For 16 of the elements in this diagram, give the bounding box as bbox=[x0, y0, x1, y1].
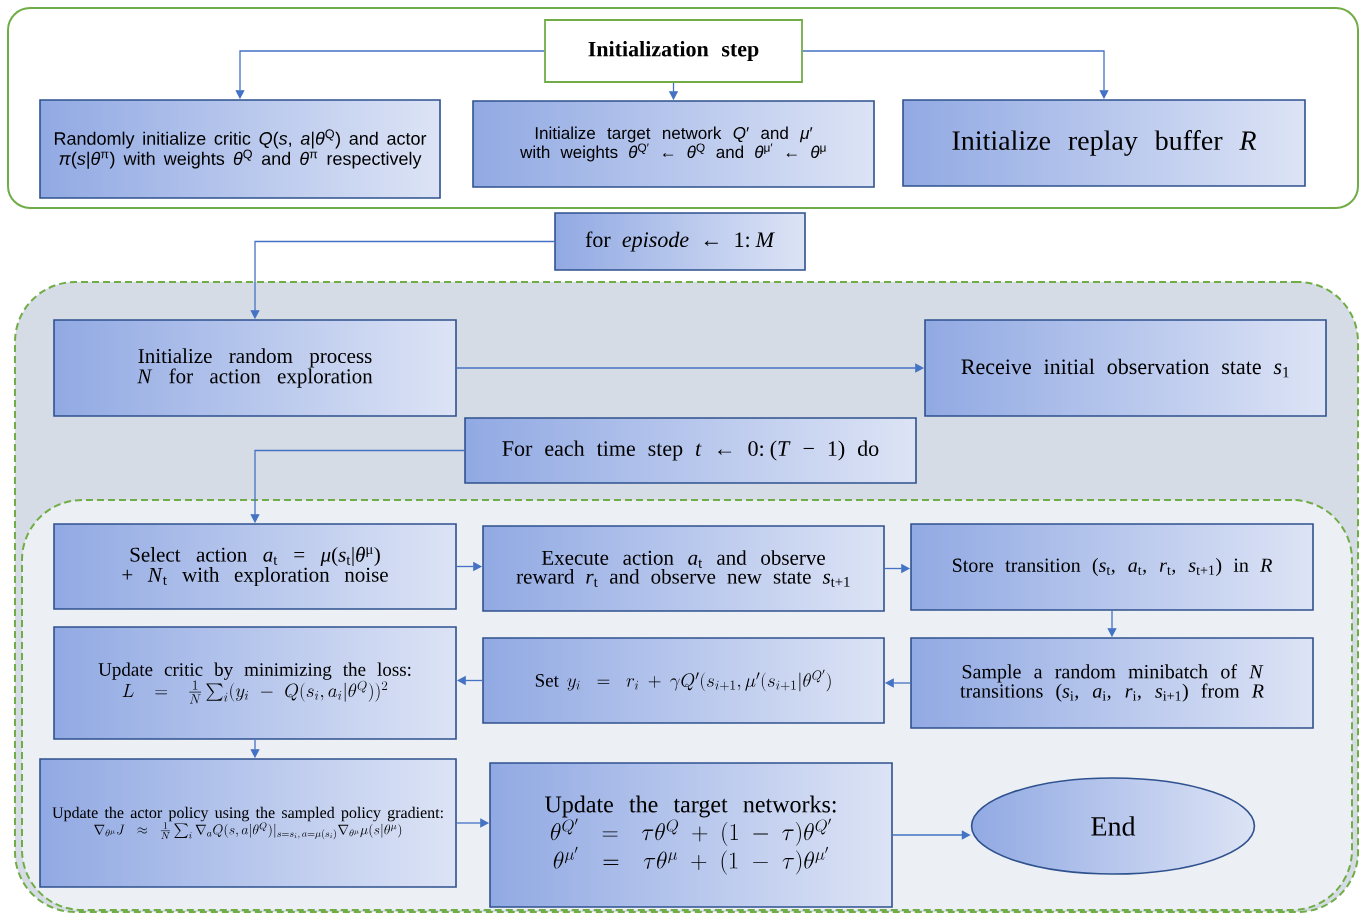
process-box: Initialize random process N for action exploration bbox=[53, 319, 457, 417]
process-box: for episode ← 1: M bbox=[554, 212, 806, 271]
process-box: Receive initial observation state s$_{1}$ bbox=[924, 319, 1327, 417]
process-box: Sample a random minibatch of N transitions (s$_{i}$, a$_{i}$, r$_{i}$, s$_{i+1}$) from R bbox=[910, 637, 1314, 729]
process-box: Initialize replay buffer R bbox=[902, 99, 1306, 187]
process-box: Update the actor policy using the sampled policy gradient: $\nabla_{\theta^{\mu}} J \approx \frac{1}{N}\sum_i \nabla_a Q(s,a|\theta^{Q})|_{s=s_i,\, a=\mu(s_i)} \nabla_{\theta^{\mu}} \mu(s|\theta^{\mu})$ bbox=[39, 758, 457, 888]
process-box: Execute action a$_{t}$ and observe reward r$_{t}$ and observe new state s$_{t+1}$ bbox=[482, 525, 885, 612]
process-box: Store transition (s$_{t}$, a$_{t}$, r$_{t}$, s$_{t+1}$) in R bbox=[910, 523, 1314, 611]
process-box: Initialize target network Q′ and μ′ with weights θ$^{Q′}$ ← θ$^{Q}$ and θ$^{μ′}$ ← θ$^{μ}$ bbox=[472, 100, 875, 188]
process-box: Update critic by minimizing the loss: $L = \frac{1}{N}\sum_i (y_i - Q(s_i,a_i|\theta^{Q}))^2$ bbox=[53, 626, 457, 740]
step-box: Initialization step bbox=[544, 19, 803, 83]
process-box: For each time step t ← 0: (T − 1) do bbox=[464, 417, 917, 484]
process-box: $\text{Set } y_i = r_i + \gamma Q'(s_{i+1},\mu'(s_{i+1}|\theta^{Q'})$ bbox=[482, 637, 885, 724]
process-box: Randomly initialize critic Q(s, a|θ$^{Q}$) and actor π(s|θ$^{π}$) with weights θ$^{Q}$ and θ$^{π}$ respectively bbox=[39, 99, 441, 199]
process-box: Update the target networks: $\theta^{Q'} = \tau\theta^{Q} + (1-\tau)\theta^{Q'}$ $\theta^{\mu'} = \tau\theta^{\mu} + (1-\tau)\theta^{\mu'}$ bbox=[489, 762, 893, 908]
process-box: Select action a$_{t}$ = μ(s$_{t}$|θ$^{μ}$) + N$_{t}$ with exploration noise bbox=[53, 523, 457, 610]
